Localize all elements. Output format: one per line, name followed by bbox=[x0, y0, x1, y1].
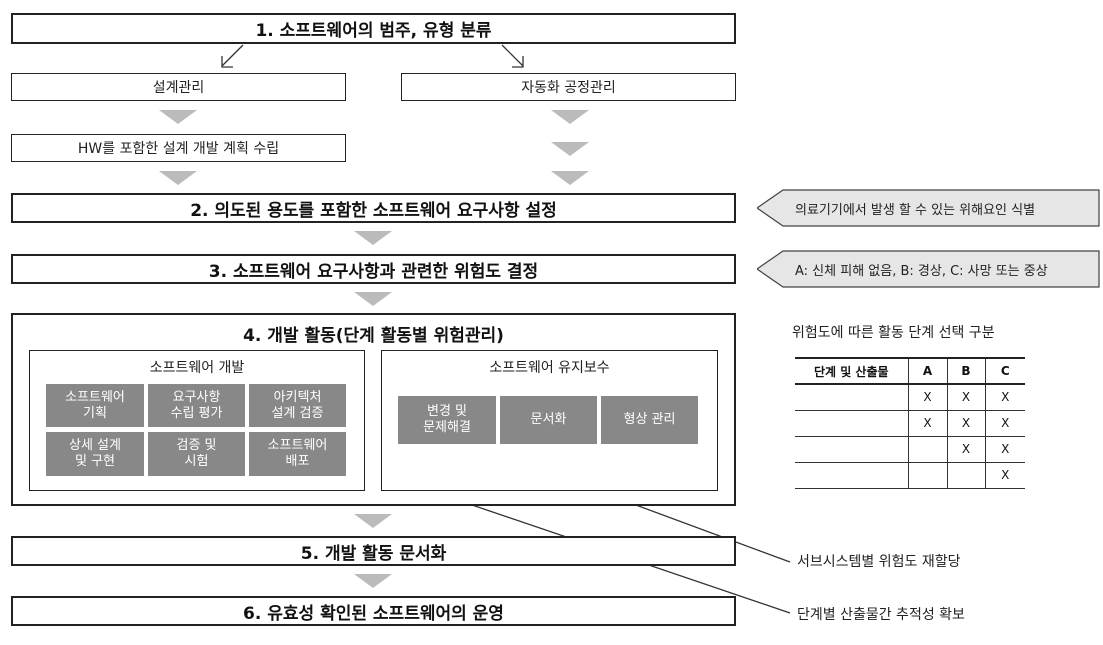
step-3-label: 3. 소프트웨어 요구사항과 관련한 위험도 결정 bbox=[208, 261, 539, 282]
step-1-label: 1. 소프트웨어의 범주, 유형 분류 bbox=[255, 21, 492, 41]
table-header: A bbox=[908, 357, 948, 385]
table-cell bbox=[947, 462, 986, 489]
step-5-box: 5. 개발 활동 문서화 bbox=[11, 536, 736, 566]
table-cell: X bbox=[985, 436, 1025, 463]
dev-tile: 요구사항 수립 평가 bbox=[148, 384, 245, 427]
flow-arrow bbox=[354, 514, 392, 528]
table-cell: X bbox=[908, 410, 948, 437]
table-row: X X X bbox=[795, 384, 1025, 411]
risk-table: 단계 및 산출물 A B C X X X X X X X X X bbox=[795, 357, 1025, 489]
table-row: X X X bbox=[795, 410, 1025, 437]
table-cell: X bbox=[985, 384, 1025, 411]
subsystem-risk-note: 서브시스템별 위험도 재할당 bbox=[797, 554, 961, 570]
table-row: X bbox=[795, 462, 1025, 489]
table-caption: 위험도에 따른 활동 단계 선택 구분 bbox=[792, 325, 995, 341]
flow-arrow bbox=[354, 292, 392, 306]
dev-tile: 소프트웨어 기획 bbox=[46, 384, 144, 427]
step-6-box: 6. 유효성 확인된 소프트웨어의 운영 bbox=[11, 596, 736, 626]
traceability-note: 단계별 산출물간 추적성 확보 bbox=[797, 607, 965, 623]
table-cell bbox=[908, 436, 948, 463]
risk-class-callout: A: 신체 피해 없음, B: 경상, C: 사망 또는 중상 bbox=[757, 250, 1100, 288]
risk-class-callout-text: A: 신체 피해 없음, B: 경상, C: 사망 또는 중상 bbox=[795, 264, 1048, 279]
flow-arrow bbox=[551, 171, 589, 185]
hazard-callout: 의료기기에서 발생 할 수 있는 위해요인 식별 bbox=[757, 189, 1100, 227]
step-3-box: 3. 소프트웨어 요구사항과 관련한 위험도 결정 bbox=[11, 254, 736, 284]
flow-arrow bbox=[551, 110, 589, 124]
dev-tile: 소프트웨어 배포 bbox=[249, 432, 346, 476]
hw-plan-label: HW를 포함한 설계 개발 계획 수립 bbox=[77, 141, 280, 157]
step-2-box: 2. 의도된 용도를 포함한 소프트웨어 요구사항 설정 bbox=[11, 193, 736, 223]
table-cell: X bbox=[947, 436, 986, 463]
step-5-label: 5. 개발 활동 문서화 bbox=[300, 543, 447, 564]
hazard-callout-text: 의료기기에서 발생 할 수 있는 위해요인 식별 bbox=[795, 203, 1036, 218]
step-4-label: 4. 개발 활동(단계 활동별 위험관리) bbox=[243, 326, 504, 346]
maint-group-title: 소프트웨어 유지보수 bbox=[489, 360, 610, 376]
table-header: C bbox=[985, 357, 1025, 385]
maint-tile: 문서화 bbox=[500, 396, 597, 444]
auto-process-label: 자동화 공정관리 bbox=[521, 80, 616, 96]
dev-tile: 아키텍처 설계 검증 bbox=[249, 384, 346, 427]
flow-arrow bbox=[551, 142, 589, 156]
step-2-label: 2. 의도된 용도를 포함한 소프트웨어 요구사항 설정 bbox=[190, 200, 557, 221]
design-management-box: 설계관리 bbox=[11, 73, 346, 101]
table-cell: X bbox=[908, 384, 948, 411]
dev-tile: 상세 설계 및 구현 bbox=[46, 432, 144, 476]
auto-process-box: 자동화 공정관리 bbox=[401, 73, 736, 101]
table-cell: X bbox=[947, 410, 986, 437]
hw-plan-box: HW를 포함한 설계 개발 계획 수립 bbox=[11, 134, 346, 162]
flow-arrow bbox=[354, 574, 392, 588]
table-cell: X bbox=[985, 462, 1025, 489]
dev-tile: 검증 및 시험 bbox=[148, 432, 245, 476]
table-cell bbox=[795, 410, 909, 437]
table-cell bbox=[795, 436, 909, 463]
arrow-to-auto bbox=[501, 44, 524, 67]
flow-arrow bbox=[354, 231, 392, 245]
flow-arrow bbox=[159, 171, 197, 185]
table-row: X X bbox=[795, 436, 1025, 463]
table-cell: X bbox=[985, 410, 1025, 437]
design-management-label: 설계관리 bbox=[152, 80, 205, 96]
arrow-to-design bbox=[221, 44, 244, 67]
arrow-head-design bbox=[221, 56, 233, 68]
step-1-box: 1. 소프트웨어의 범주, 유형 분류 bbox=[11, 13, 736, 44]
table-cell bbox=[795, 384, 909, 411]
maint-tile: 변경 및 문제해결 bbox=[398, 396, 496, 444]
dev-group-title: 소프트웨어 개발 bbox=[149, 360, 245, 376]
maint-tile: 형상 관리 bbox=[601, 396, 698, 444]
arrow-head-auto bbox=[512, 56, 524, 68]
table-header: 단계 및 산출물 bbox=[795, 357, 909, 385]
flow-arrow bbox=[159, 110, 197, 124]
table-header: B bbox=[947, 357, 986, 385]
table-cell bbox=[908, 462, 948, 489]
table-header-row: 단계 및 산출물 A B C bbox=[795, 357, 1025, 385]
table-cell bbox=[795, 462, 909, 489]
table-cell: X bbox=[947, 384, 986, 411]
step-6-label: 6. 유효성 확인된 소프트웨어의 운영 bbox=[243, 603, 504, 624]
